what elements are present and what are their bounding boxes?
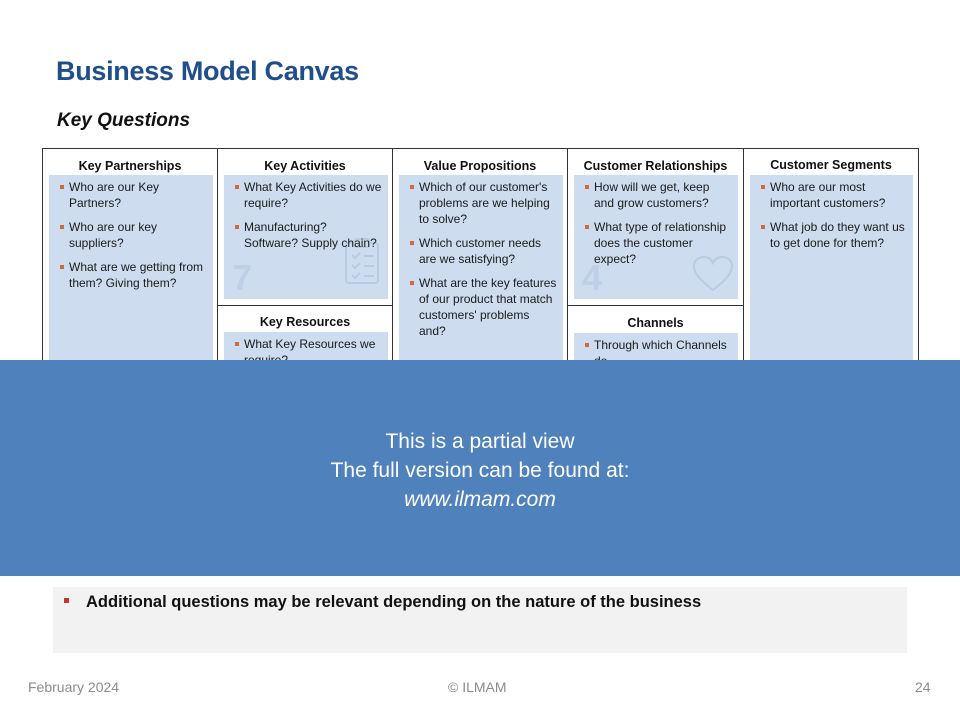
key-resources-title: Key Resources: [259, 315, 351, 329]
banner-line-1: This is a partial view: [385, 430, 575, 453]
additional-note-text: Additional questions may be relevant dep…: [86, 593, 702, 611]
clipboard-checklist-icon: [344, 237, 380, 285]
key-partnerships-title: Key Partnerships: [78, 159, 182, 173]
key-activities-number: 7: [232, 257, 253, 298]
question-item: Who are our most important customers?: [761, 179, 907, 211]
question-item: What Key Activities do we require?: [235, 180, 382, 210]
key-activities-panel: 7 What Key Activities do we require? Man…: [224, 175, 388, 299]
customer-relationships-number: 4: [582, 257, 603, 298]
footer-page-number: 24: [915, 679, 931, 695]
key-activities-title: Key Activities: [264, 159, 346, 173]
key-activities-column: Key Activities 7 What Key Activities do …: [218, 149, 393, 407]
banner-line-2: The full version can be found at:: [330, 459, 630, 482]
footer-date: February 2024: [28, 679, 120, 695]
question-item: What type of relationship does the custo…: [585, 219, 732, 267]
column-divider: [218, 305, 392, 306]
question-item: Which of our customer's problems are we …: [410, 179, 557, 227]
column-divider: [568, 305, 743, 306]
partial-view-banner: This is a partial view The full version …: [0, 360, 960, 576]
footer-copyright: © ILMAM: [448, 679, 507, 695]
question-item: Who are our key suppliers?: [60, 219, 207, 251]
heart-icon: [692, 255, 734, 293]
question-item: What are we getting from them? Giving th…: [60, 259, 207, 291]
question-item: Manufacturing? Software? Supply chain?: [235, 219, 382, 251]
question-item: Who are our Key Partners?: [60, 179, 207, 211]
customer-relationships-panel: 4 How will we get, keep and grow custome…: [574, 175, 738, 299]
customer-segments-title: Customer Segments: [770, 158, 892, 172]
additional-note-box: Additional questions may be relevant dep…: [53, 587, 907, 653]
value-propositions-title: Value Propositions: [423, 159, 537, 173]
question-item: How will we get, keep and grow customers…: [585, 179, 732, 211]
question-item: What job do they want us to get done for…: [761, 219, 907, 251]
question-item: Which customer needs are we satisfying?: [410, 235, 557, 267]
customer-relationships-title: Customer Relationships: [583, 159, 728, 173]
page-subtitle: Key Questions: [57, 110, 191, 131]
page-title: Business Model Canvas: [56, 56, 359, 86]
bullet-icon: [64, 598, 69, 603]
channels-title: Channels: [627, 316, 684, 330]
question-item: What are the key features of our product…: [410, 276, 557, 338]
banner-url-link[interactable]: www.ilmam.com: [404, 488, 556, 511]
